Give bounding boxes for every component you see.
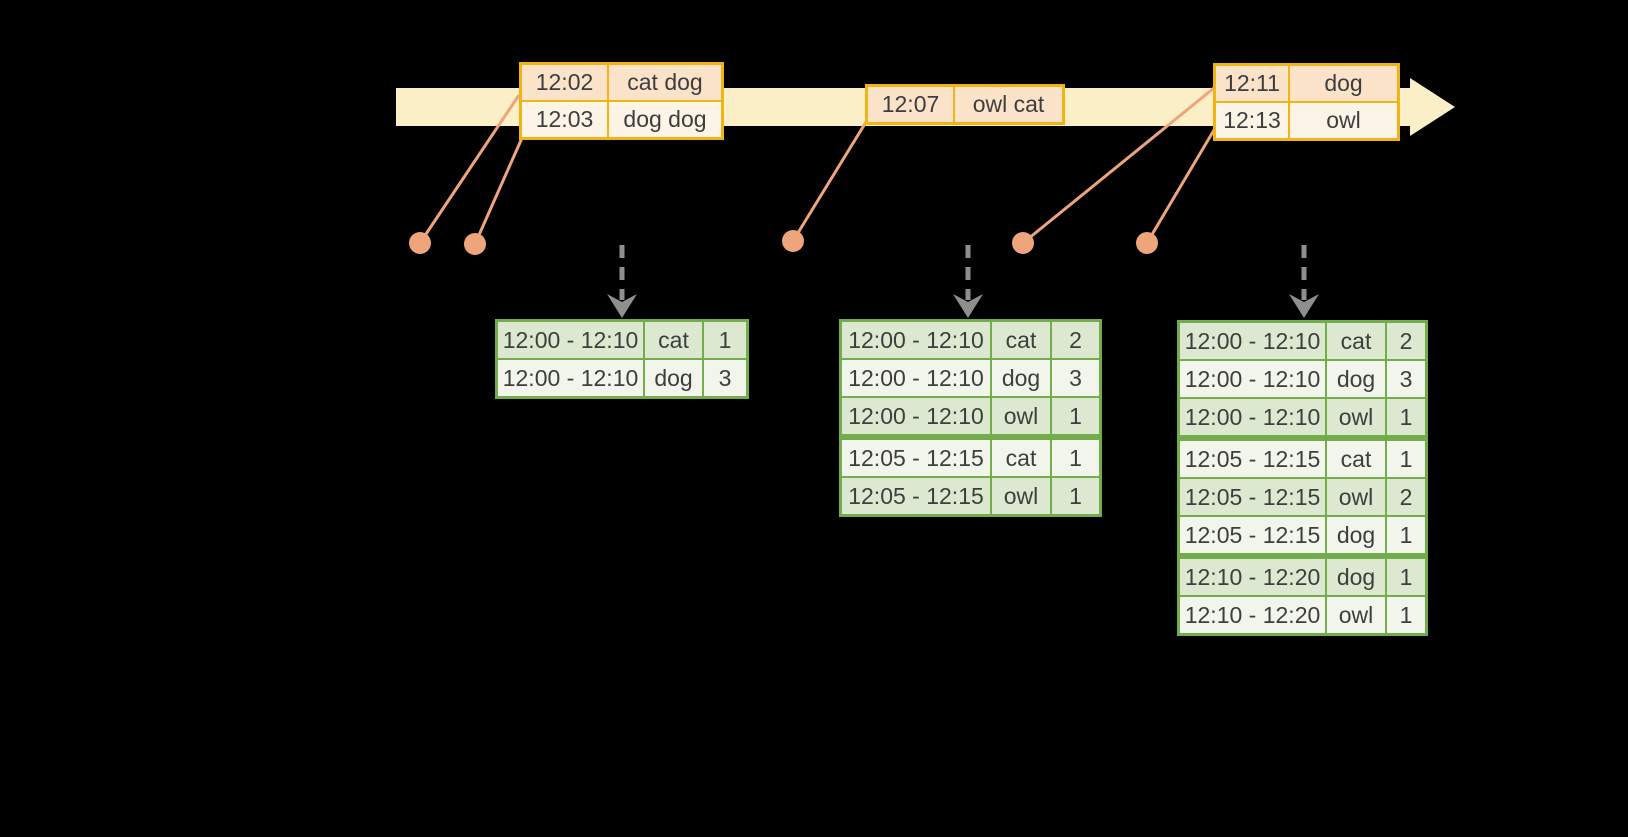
result-table: 12:00 - 12:10 cat 2 12:00 - 12:10 dog 3 … <box>839 319 1102 517</box>
count-cell: 1 <box>1387 597 1425 633</box>
result-row: 12:00 - 12:10 cat 2 <box>1180 323 1425 359</box>
ingest-marker-dot <box>782 230 804 252</box>
word-cell: cat <box>1327 323 1385 359</box>
window-cell: 12:00 - 12:10 <box>842 322 990 358</box>
event-row: 12:07 owl cat <box>868 87 1062 122</box>
window-cell: 12:10 - 12:20 <box>1180 559 1325 595</box>
result-row: 12:00 - 12:10 dog 3 <box>498 360 746 396</box>
event-table: 12:11 dog 12:13 owl <box>1213 63 1400 141</box>
result-table: 12:00 - 12:10 cat 2 12:00 - 12:10 dog 3 … <box>1177 320 1428 636</box>
window-cell: 12:05 - 12:15 <box>1180 517 1325 553</box>
window-cell: 12:05 - 12:15 <box>842 478 990 514</box>
window-cell: 12:00 - 12:10 <box>1180 399 1325 435</box>
event-words-cell: cat dog <box>609 65 721 100</box>
result-row: 12:00 - 12:10 owl 1 <box>842 398 1099 434</box>
word-cell: dog <box>992 360 1050 396</box>
count-cell: 2 <box>1052 322 1099 358</box>
event-words-cell: dog <box>1290 66 1397 101</box>
event-time-cell: 12:11 <box>1216 66 1288 101</box>
word-cell: dog <box>1327 517 1385 553</box>
word-cell: owl <box>1327 597 1385 633</box>
count-cell: 3 <box>1387 361 1425 397</box>
word-cell: owl <box>1327 479 1385 515</box>
window-cell: 12:00 - 12:10 <box>842 398 990 434</box>
result-row: 12:05 - 12:15 cat 1 <box>842 440 1099 476</box>
event-time-cell: 12:07 <box>868 87 953 122</box>
result-table: 12:00 - 12:10 cat 1 12:00 - 12:10 dog 3 <box>495 319 749 399</box>
ingest-marker-line <box>1145 129 1216 244</box>
word-cell: cat <box>992 322 1050 358</box>
window-cell: 12:00 - 12:10 <box>842 360 990 396</box>
count-cell: 1 <box>1387 517 1425 553</box>
word-cell: owl <box>992 398 1050 434</box>
result-row: 12:05 - 12:15 owl 2 <box>1180 479 1425 515</box>
trigger-arrow-icon <box>953 245 983 318</box>
word-cell: cat <box>1327 441 1385 477</box>
result-row: 12:00 - 12:10 owl 1 <box>1180 399 1425 435</box>
result-row: 12:00 - 12:10 cat 2 <box>842 322 1099 358</box>
result-row: 12:00 - 12:10 dog 3 <box>1180 361 1425 397</box>
count-cell: 2 <box>1387 479 1425 515</box>
count-cell: 1 <box>1387 399 1425 435</box>
count-cell: 1 <box>1052 398 1099 434</box>
count-cell: 1 <box>1387 441 1425 477</box>
window-cell: 12:00 - 12:10 <box>498 360 643 396</box>
trigger-arrow-icon <box>607 245 637 318</box>
ingest-marker-line <box>791 121 868 242</box>
count-cell: 3 <box>1052 360 1099 396</box>
ingest-marker-dot <box>1136 232 1158 254</box>
ingest-marker-dot <box>409 232 431 254</box>
window-cell: 12:05 - 12:15 <box>842 440 990 476</box>
window-cell: 12:05 - 12:15 <box>1180 441 1325 477</box>
axis-arrowhead-icon <box>1410 78 1455 136</box>
event-row: 12:13 owl <box>1216 103 1397 138</box>
event-table: 12:02 cat dog 12:03 dog dog <box>519 62 724 140</box>
ingest-marker-line <box>418 94 521 244</box>
trigger-arrow-icon <box>1289 245 1319 318</box>
count-cell: 1 <box>1387 559 1425 595</box>
count-cell: 1 <box>1052 440 1099 476</box>
window-cell: 12:10 - 12:20 <box>1180 597 1325 633</box>
result-row: 12:00 - 12:10 cat 1 <box>498 322 746 358</box>
word-cell: dog <box>1327 361 1385 397</box>
count-cell: 1 <box>1052 478 1099 514</box>
event-words-cell: owl cat <box>955 87 1062 122</box>
word-cell: cat <box>992 440 1050 476</box>
event-row: 12:02 cat dog <box>522 65 721 100</box>
count-cell: 3 <box>704 360 746 396</box>
word-cell: owl <box>992 478 1050 514</box>
word-cell: owl <box>1327 399 1385 435</box>
result-row: 12:00 - 12:10 dog 3 <box>842 360 1099 396</box>
event-row: 12:11 dog <box>1216 66 1397 101</box>
window-cell: 12:00 - 12:10 <box>1180 361 1325 397</box>
ingest-marker-line <box>473 137 524 245</box>
ingest-marker-dot <box>1012 232 1034 254</box>
event-table: 12:07 owl cat <box>865 84 1065 125</box>
event-words-cell: owl <box>1290 103 1397 138</box>
result-row: 12:05 - 12:15 dog 1 <box>1180 517 1425 553</box>
event-time-cell: 12:13 <box>1216 103 1288 138</box>
ingest-marker-line <box>1022 86 1215 245</box>
word-cell: cat <box>645 322 702 358</box>
word-cell: dog <box>645 360 702 396</box>
count-cell: 1 <box>704 322 746 358</box>
result-row: 12:10 - 12:20 dog 1 <box>1180 559 1425 595</box>
count-cell: 2 <box>1387 323 1425 359</box>
ingest-marker-dot <box>464 233 486 255</box>
result-row: 12:10 - 12:20 owl 1 <box>1180 597 1425 633</box>
event-time-cell: 12:02 <box>522 65 607 100</box>
window-cell: 12:00 - 12:10 <box>1180 323 1325 359</box>
result-row: 12:05 - 12:15 owl 1 <box>842 478 1099 514</box>
event-time-cell: 12:03 <box>522 102 607 137</box>
event-row: 12:03 dog dog <box>522 102 721 137</box>
event-words-cell: dog dog <box>609 102 721 137</box>
result-row: 12:05 - 12:15 cat 1 <box>1180 441 1425 477</box>
window-cell: 12:00 - 12:10 <box>498 322 643 358</box>
word-cell: dog <box>1327 559 1385 595</box>
window-cell: 12:05 - 12:15 <box>1180 479 1325 515</box>
